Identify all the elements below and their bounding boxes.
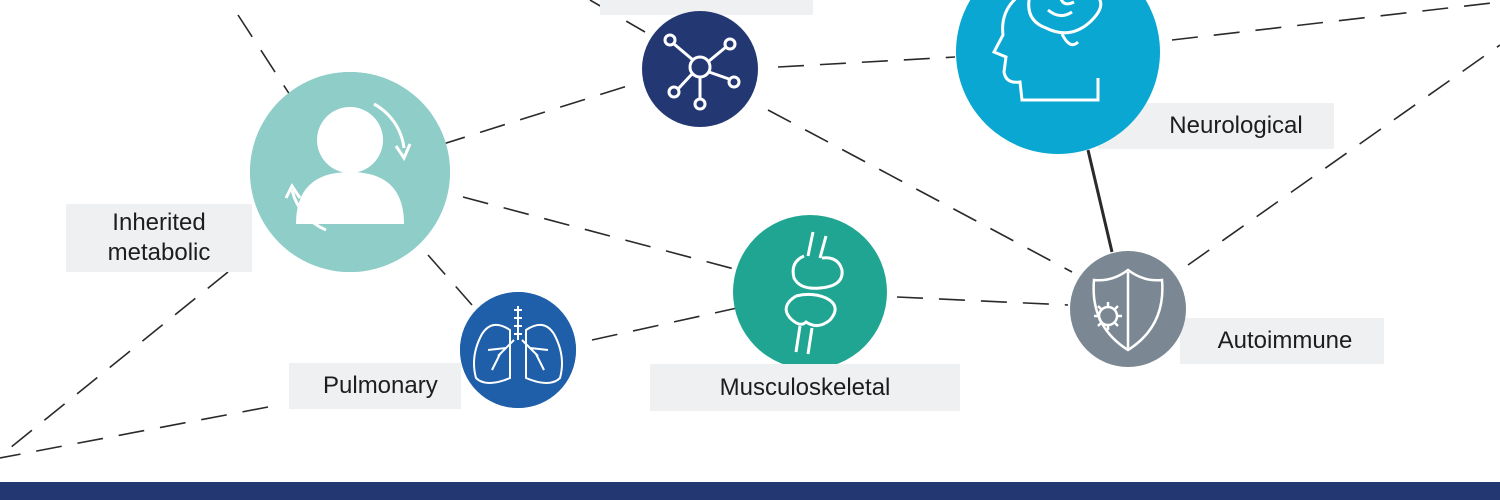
shield-virus-icon: [1092, 268, 1164, 352]
connector-musculoskeletal-autoimmune: [896, 296, 1069, 306]
autoimmune-label: Autoimmune: [1217, 327, 1353, 354]
connector-neurological-right: [1171, 1, 1500, 41]
connector-metabolic-bottom-left: [9, 271, 229, 449]
connector-pulmonary-bottom-left: [0, 406, 269, 459]
joint-bone-icon: [784, 231, 844, 355]
brain-head-icon: [991, 0, 1103, 102]
pulmonary-label: Pulmonary: [289, 363, 461, 409]
node-network: [642, 11, 758, 127]
dashed-connectors: [0, 0, 1500, 459]
musculoskeletal-circle: [733, 215, 887, 369]
connector-top-left: [237, 14, 291, 96]
connector-network-neurological: [777, 56, 956, 68]
network-label-box: [600, 0, 813, 15]
node-autoimmune: [1070, 251, 1384, 367]
connector-metabolic-pulmonary: [427, 254, 473, 306]
autoimmune-label-box: [1180, 318, 1384, 364]
connector-metabolic-network: [439, 81, 641, 146]
connector-metabolic-musculoskeletal: [462, 196, 739, 271]
inherited-metabolic-circle-overlay: [250, 72, 450, 272]
inherited-metabolic-label-line1: Inherited: [112, 209, 206, 236]
neurological-circle: [956, 0, 1160, 154]
footer-band: [0, 482, 1500, 500]
connector-network-autoimmune: [767, 109, 1073, 273]
connector-autoimmune-right: [1187, 44, 1500, 266]
inherited-metabolic-label: Inherited metabolic: [66, 204, 252, 272]
solid-connector-neurological-autoimmune: [1086, 149, 1114, 253]
node-musculoskeletal: [733, 215, 887, 369]
connector-pulmonary-musculoskeletal: [591, 307, 738, 341]
neurological-label: Neurological: [1169, 112, 1303, 139]
inherited-metabolic-label-line2: metabolic: [107, 239, 211, 266]
node-neurological: [956, 0, 1334, 154]
network-hub-icon: [663, 33, 741, 111]
pulmonary-circle-overlay: [460, 292, 576, 408]
musculoskeletal-label: Musculoskeletal: [650, 364, 960, 411]
connector-top-network: [589, 0, 646, 33]
